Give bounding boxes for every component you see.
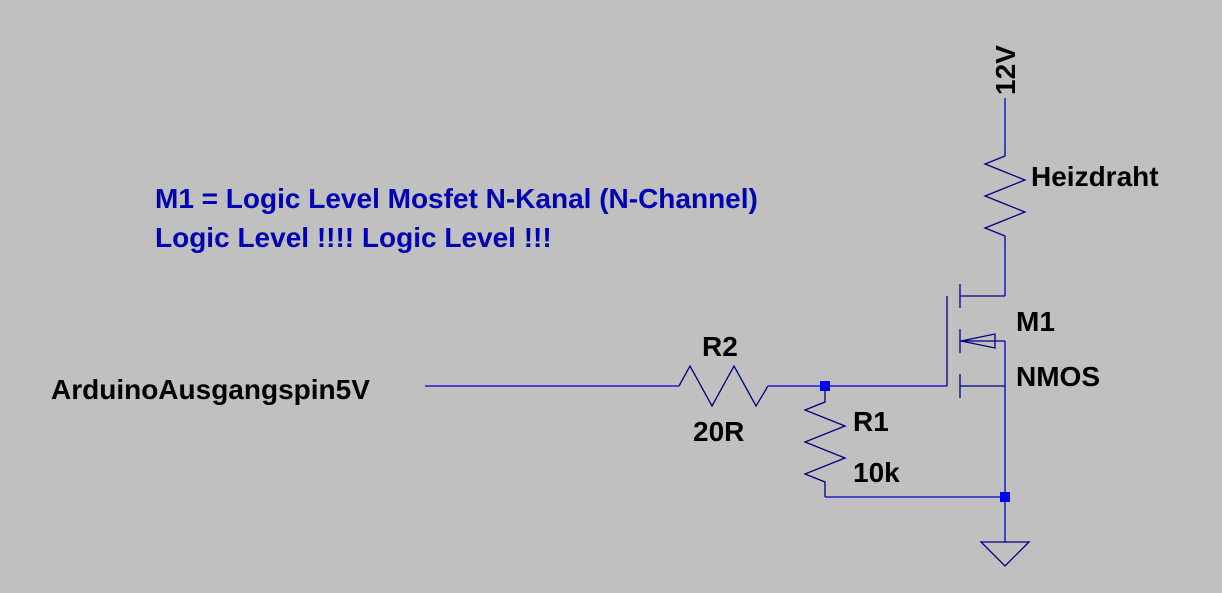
r1-name: R1 — [853, 406, 889, 437]
r2-value: 20R — [693, 416, 744, 447]
note-line-1: M1 = Logic Level Mosfet N-Kanal (N-Chann… — [155, 183, 758, 214]
note-line-2: Logic Level !!!! Logic Level !!! — [155, 222, 552, 253]
heater-name: Heizdraht — [1031, 161, 1159, 192]
m1-nmos-transistor[interactable] — [946, 284, 1005, 398]
supply-net-label: 12V — [990, 45, 1021, 95]
r1-value: 10k — [853, 457, 900, 488]
r2-resistor[interactable] — [678, 364, 769, 408]
r1-resistor[interactable] — [803, 386, 847, 497]
m1-name: M1 — [1016, 306, 1055, 337]
m1-model: NMOS — [1016, 361, 1100, 392]
m1-body-arrow — [960, 333, 996, 349]
r2-name: R2 — [702, 331, 738, 362]
input-net-label: ArduinoAusgangspin5V — [51, 374, 370, 405]
heater-resistor[interactable] — [983, 150, 1027, 244]
ground-symbol — [979, 541, 1031, 567]
